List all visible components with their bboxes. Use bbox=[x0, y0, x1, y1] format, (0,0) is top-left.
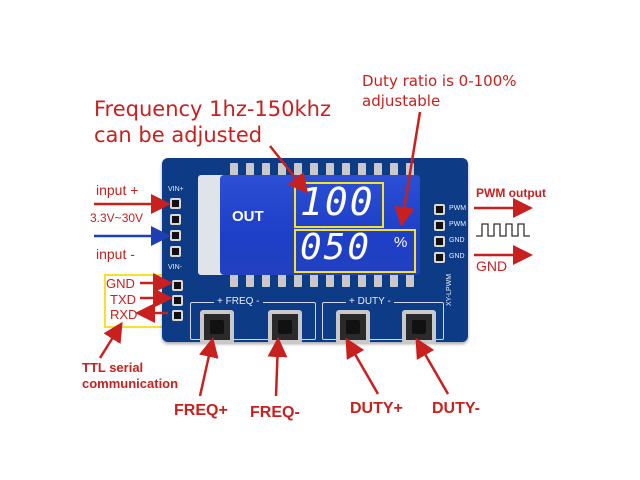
ttl-arrow bbox=[98, 321, 123, 359]
lcd-duty-value: 050 bbox=[300, 227, 372, 268]
duty-arrow bbox=[394, 111, 422, 227]
pwm-waveform bbox=[476, 223, 530, 237]
freq-minus-arrow bbox=[267, 337, 288, 397]
vin-minus-silk: VIN- bbox=[168, 264, 182, 271]
pwm-silk-1: PWM bbox=[449, 205, 467, 212]
duty-group-silk: + DUTY - bbox=[346, 296, 394, 307]
pwm-silk-2: PWM bbox=[449, 221, 467, 228]
vin-plus-pin bbox=[170, 198, 181, 209]
ttl-callout-line2: communication bbox=[82, 376, 179, 391]
freq-minus-label: FREQ- bbox=[250, 404, 300, 421]
vin-plus-silk: VIN+ bbox=[168, 186, 184, 193]
ttl-txd-pin bbox=[172, 295, 183, 306]
duty-plus-label: DUTY+ bbox=[350, 400, 403, 417]
ttl-callout-line1: TTL serial bbox=[82, 360, 144, 375]
vin-pin-2 bbox=[170, 214, 181, 225]
vin-minus-pin bbox=[170, 246, 181, 257]
duty-callout-line2: adjustable bbox=[362, 92, 441, 110]
lcd-out-label: OUT bbox=[232, 208, 264, 225]
duty-minus-cap bbox=[412, 320, 426, 334]
gnd-silk-1: GND bbox=[449, 237, 465, 244]
frequency-callout-line1: Frequency 1hz-150khz bbox=[94, 97, 332, 121]
duty-plus-cap bbox=[346, 320, 360, 334]
rxd-label: RXD bbox=[110, 307, 138, 322]
pwm-pin-1 bbox=[434, 204, 445, 215]
gnd-silk-2: GND bbox=[449, 253, 465, 260]
duty-minus-label: DUTY- bbox=[432, 400, 480, 417]
vin-pin-3 bbox=[170, 230, 181, 241]
pwm-output-label: PWM output bbox=[476, 186, 546, 200]
gnd-pin-1 bbox=[434, 236, 445, 247]
duty-minus-arrow bbox=[415, 337, 450, 395]
ttl-rxd-pin bbox=[172, 310, 183, 321]
lcd-display bbox=[220, 175, 420, 275]
pwm-pin-2 bbox=[434, 220, 445, 231]
duty-callout-line1: Duty ratio is 0-100% bbox=[362, 72, 517, 90]
duty-highlight-box bbox=[294, 229, 416, 273]
freq-group-silk: + FREQ - bbox=[214, 296, 263, 307]
lcd-frequency-value: 100 bbox=[300, 180, 375, 224]
ttl-gnd-pin bbox=[172, 280, 183, 291]
freq-minus-cap bbox=[278, 320, 292, 334]
input-plus-label: input + bbox=[96, 182, 139, 198]
gnd-left-label: GND bbox=[106, 276, 135, 291]
voltage-label: 3.3V~30V bbox=[90, 211, 144, 225]
frequency-callout-line2: can be adjusted bbox=[94, 123, 263, 147]
lcd-percent-symbol: % bbox=[394, 234, 408, 251]
txd-label: TXD bbox=[110, 292, 136, 307]
freq-plus-cap bbox=[210, 320, 224, 334]
freq-plus-arrow bbox=[198, 337, 219, 397]
input-minus-label: input - bbox=[96, 246, 135, 262]
gnd-right-label: GND bbox=[476, 258, 508, 274]
frequency-highlight-box bbox=[294, 182, 384, 228]
duty-plus-arrow bbox=[345, 337, 380, 395]
frequency-arrow bbox=[269, 145, 309, 194]
gnd-pin-2 bbox=[434, 252, 445, 263]
freq-plus-label: FREQ+ bbox=[174, 402, 228, 419]
